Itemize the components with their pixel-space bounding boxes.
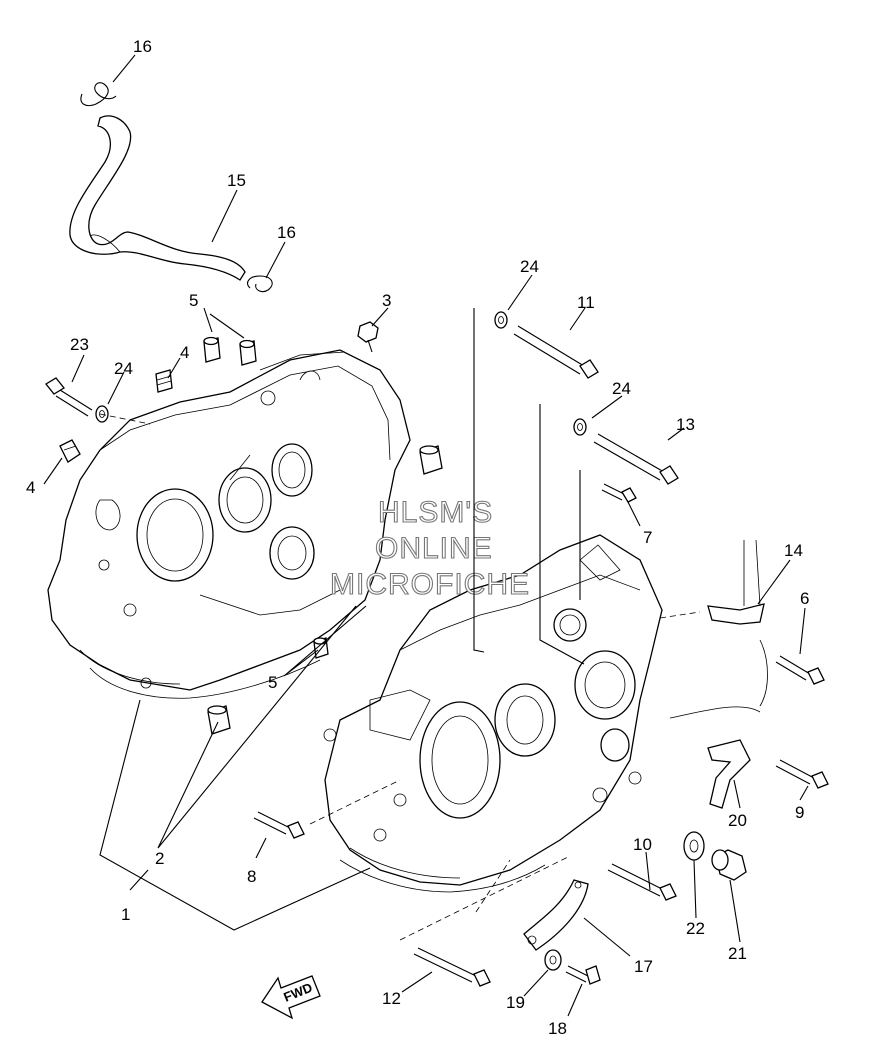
bolt-10[interactable] — [607, 863, 677, 901]
hose-clip-lower[interactable] — [247, 275, 273, 293]
leader-lines — [43, 54, 809, 1017]
callout-24-top: 24 — [520, 257, 539, 276]
crankcase-right[interactable] — [323, 534, 663, 893]
bolt-7[interactable] — [601, 483, 637, 503]
callout-5-upper: 5 — [189, 291, 198, 310]
callout-22: 22 — [686, 919, 705, 938]
watermark-line-2: ONLINE — [375, 532, 493, 565]
washer-24-mid[interactable] — [573, 418, 587, 436]
callout-24-mid: 24 — [612, 379, 631, 398]
bolt-9[interactable] — [775, 759, 829, 789]
callout-23: 23 — [70, 335, 89, 354]
dowel-pin-right[interactable] — [419, 445, 443, 475]
callout-8: 8 — [247, 867, 256, 886]
callout-16-upper: 16 — [133, 37, 152, 56]
crankcase-left[interactable] — [47, 349, 411, 699]
washer-24-top[interactable] — [494, 311, 508, 329]
guide-20[interactable] — [669, 639, 768, 809]
callout-16-lower: 16 — [277, 223, 296, 242]
callout-5-lower: 5 — [268, 673, 277, 692]
callout-1: 1 — [121, 905, 130, 924]
callout-15: 15 — [227, 171, 246, 190]
clamp-14[interactable] — [707, 539, 765, 625]
callout-2: 2 — [155, 849, 164, 868]
bolt-6[interactable] — [775, 655, 825, 685]
drain-plug-21[interactable] — [711, 849, 747, 881]
screw-3[interactable] — [357, 321, 379, 353]
callout-12: 12 — [382, 989, 401, 1008]
bolt-13[interactable] — [593, 433, 679, 485]
callout-19: 19 — [506, 993, 525, 1012]
dowel-pin-upper-b[interactable] — [239, 339, 257, 366]
plate-17[interactable] — [523, 879, 589, 951]
callout-21: 21 — [728, 944, 747, 963]
watermark-line-3: MICROFICHE — [330, 568, 530, 601]
plug-left[interactable] — [59, 439, 81, 463]
callout-9: 9 — [795, 803, 804, 822]
callouts: 16 15 16 5 3 24 11 23 4 24 24 13 4 7 14 … — [26, 37, 809, 1038]
dowel-pin-lower-b[interactable] — [207, 705, 231, 735]
fwd-arrow: FWD — [261, 975, 321, 1020]
callout-3: 3 — [382, 291, 391, 310]
plug-upper[interactable] — [155, 369, 173, 393]
bolt-12[interactable] — [413, 947, 491, 987]
callout-11: 11 — [577, 293, 595, 312]
bolt-11[interactable] — [513, 325, 599, 379]
callout-24-left: 24 — [114, 359, 133, 378]
callout-17: 17 — [634, 957, 653, 976]
callout-7: 7 — [643, 528, 652, 547]
callout-6: 6 — [800, 589, 809, 608]
washer-19[interactable] — [544, 949, 562, 971]
watermark: HLSM'S ONLINE MICROFICHE — [329, 495, 530, 601]
callout-4-left: 4 — [26, 478, 35, 497]
callout-4-upper: 4 — [180, 343, 189, 362]
callout-10: 10 — [633, 835, 652, 854]
callout-13: 13 — [676, 415, 695, 434]
callout-18: 18 — [548, 1019, 567, 1038]
callout-14: 14 — [784, 541, 803, 560]
watermark-line-1: HLSM'S — [378, 496, 493, 529]
washer-22[interactable] — [683, 831, 705, 861]
dowel-pin-upper-a[interactable] — [203, 336, 221, 363]
breather-hose[interactable] — [69, 115, 246, 281]
bolt-18[interactable] — [565, 965, 601, 985]
bolt-8[interactable] — [253, 811, 305, 839]
callout-20: 20 — [728, 811, 747, 830]
hose-clip-upper[interactable] — [80, 82, 117, 107]
bolt-23[interactable] — [45, 377, 93, 417]
